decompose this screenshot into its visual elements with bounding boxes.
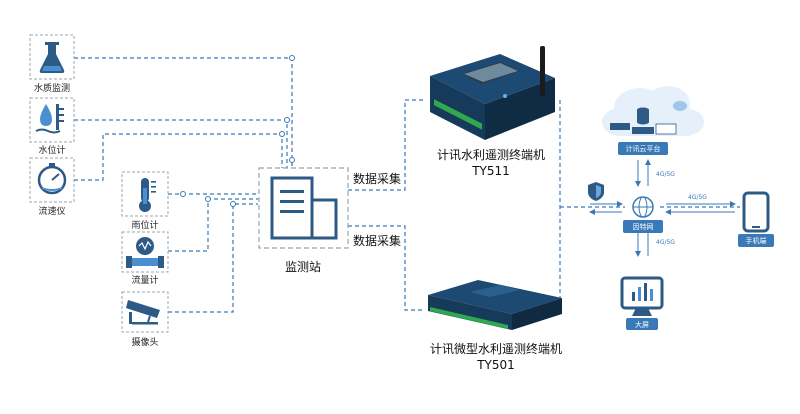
water-level-icon xyxy=(35,104,64,134)
water-quality-label: 水质监测 xyxy=(34,82,70,94)
sensor-camera: 摄像头 xyxy=(121,291,169,348)
flow-meter-label: 流量计 xyxy=(131,274,158,286)
internet-label: 因特网 xyxy=(633,222,654,231)
water-level-label: 水位计 xyxy=(38,144,65,156)
flow-meter-icon xyxy=(126,237,164,268)
lte-label-down: 4G/5G xyxy=(656,239,675,246)
building-icon xyxy=(270,176,338,240)
monitoring-station: 监测站 xyxy=(258,167,349,274)
phone-label: 手机端 xyxy=(746,236,767,245)
ty511-name: 计讯水利遥测终端机 xyxy=(437,147,545,162)
cloud-label: 计讯云平台 xyxy=(626,144,661,153)
sensor-water-level: 水位计 xyxy=(29,97,75,156)
phone: 手机端 xyxy=(738,191,774,247)
antenna-icon xyxy=(540,46,545,96)
monitor-icon xyxy=(620,276,664,310)
connector-joints xyxy=(180,55,295,207)
ty501-name: 计讯微型水利遥测终端机 xyxy=(430,341,562,356)
ty511-device xyxy=(430,46,555,140)
flow-speed-label: 流速仪 xyxy=(38,205,65,217)
sensor-water-quality: 水质监测 xyxy=(29,34,75,94)
ty501-model: TY501 xyxy=(476,358,515,372)
station-label: 监测站 xyxy=(285,260,321,274)
camera-icon xyxy=(126,300,160,325)
sensor-flow-meter: 流量计 xyxy=(121,231,169,286)
link-label-upper: 数据采集 xyxy=(353,171,401,186)
lte-label-right: 4G/5G xyxy=(688,194,707,201)
link-label-lower: 数据采集 xyxy=(353,233,401,248)
ty511-model: TY511 xyxy=(471,164,510,178)
internet: 因特网 xyxy=(623,196,663,233)
camera-label: 摄像头 xyxy=(131,336,158,348)
rain-gauge-label: 雨位计 xyxy=(131,219,158,231)
screen-label: 大屏 xyxy=(635,320,649,329)
flask-icon xyxy=(39,42,65,73)
gauge-icon xyxy=(37,163,67,195)
phone-icon xyxy=(742,191,770,233)
big-screen: 大屏 xyxy=(620,276,664,330)
ty501-device xyxy=(428,280,562,330)
thermometer-icon xyxy=(139,178,156,212)
shield-icon xyxy=(588,182,604,201)
sensor-flow-speed: 流速仪 xyxy=(29,157,75,217)
database-icon xyxy=(637,107,649,125)
lte-label-up: 4G/5G xyxy=(656,171,675,178)
cloud-platform: 计讯云平台 xyxy=(602,86,704,155)
sensor-rain-gauge: 雨位计 xyxy=(121,171,169,231)
